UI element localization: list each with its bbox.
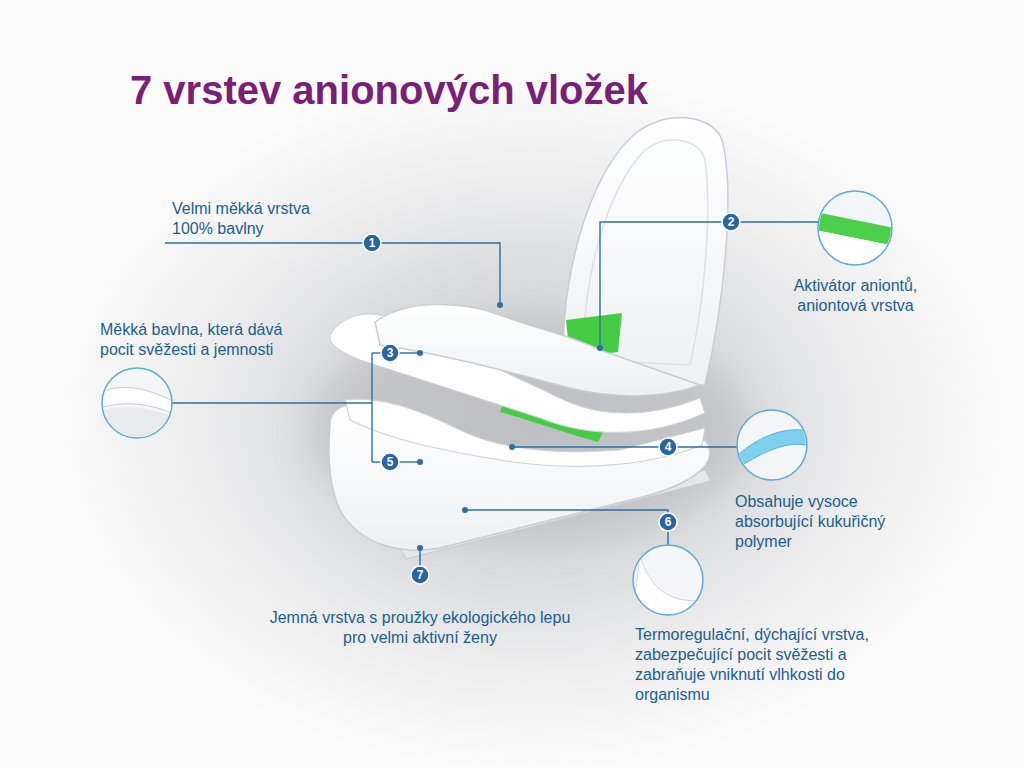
- title: 7 vrstev anionových vložek: [130, 66, 648, 114]
- inset-breathable: [632, 545, 705, 620]
- callout-number: 4: [659, 438, 677, 456]
- callout-number: 7: [411, 566, 429, 584]
- layer-description: Jemná vrstva s proužky ekologického lepu…: [262, 608, 578, 648]
- callout-number: 1: [363, 234, 381, 252]
- inset-cotton: [100, 368, 175, 440]
- callout-number: 5: [381, 453, 399, 471]
- leader-lines: [165, 222, 818, 566]
- layer-description: Obsahuje vysoce absorbující kukuřičný po…: [735, 492, 915, 552]
- callout-number: 2: [722, 213, 740, 231]
- layer-description: Aktivátor aniontů, aniontová vrstva: [773, 276, 938, 316]
- layer-description: Velmi měkká vrstva 100% bavlny: [172, 199, 337, 239]
- layer-description: Měkká bavlna, která dává pocit svěžesti …: [100, 320, 320, 360]
- callout-circles: [363, 213, 740, 584]
- pad-layer: [375, 305, 700, 396]
- leader-dots: [417, 302, 603, 551]
- inset-anion: [815, 191, 895, 270]
- callout-number: 6: [659, 513, 677, 531]
- callout-number: 3: [381, 344, 399, 362]
- layer-description: Termoregulační, dýchající vrstva, zabezp…: [635, 625, 903, 705]
- inset-polymer: [737, 410, 810, 480]
